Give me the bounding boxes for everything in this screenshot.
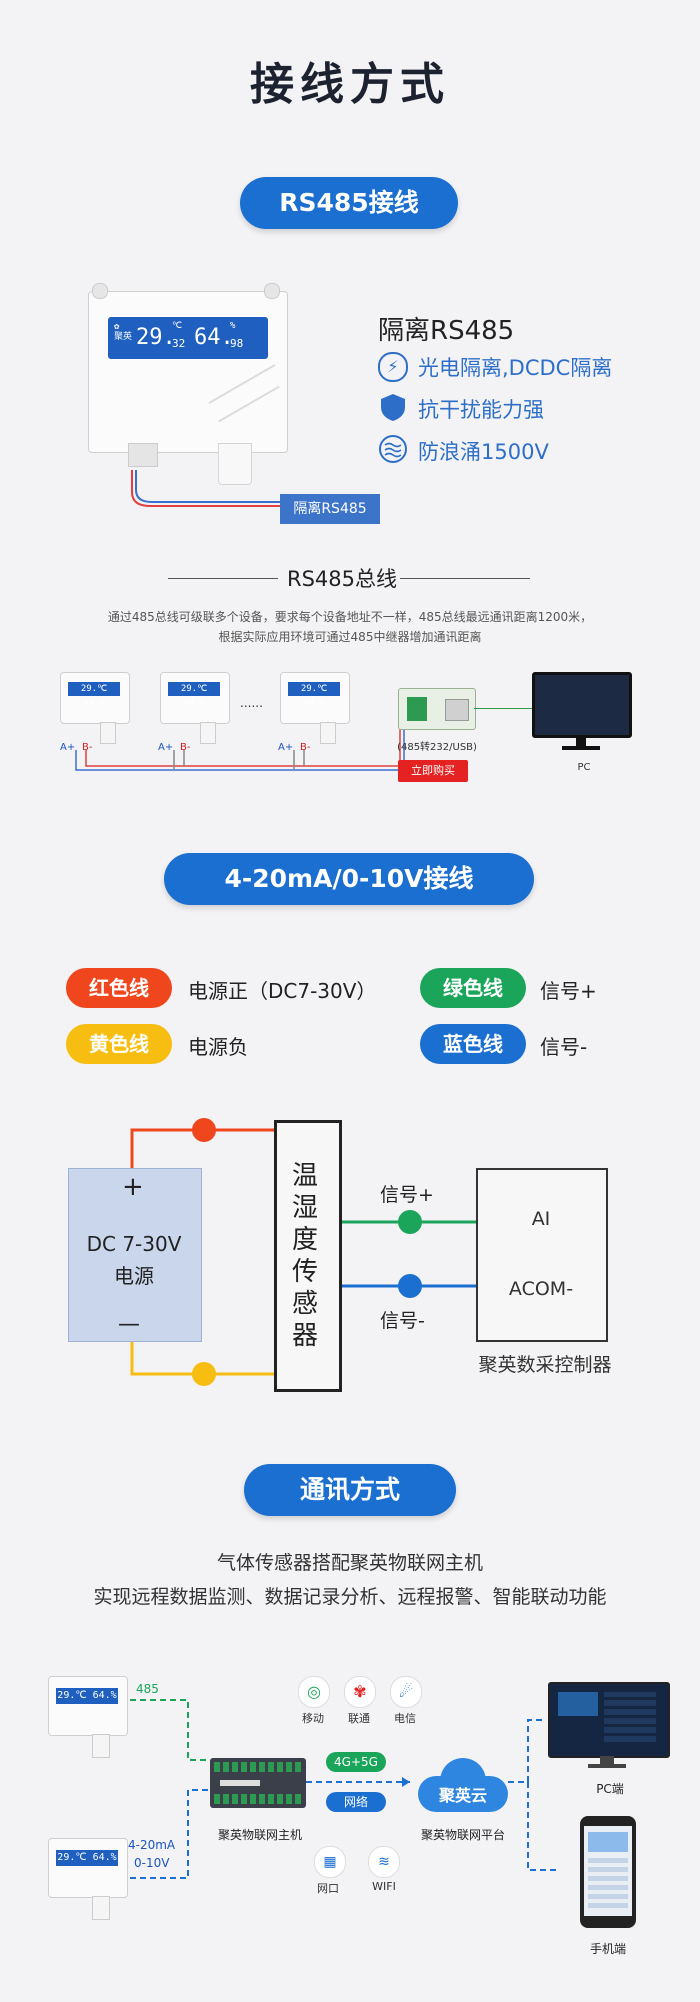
lcd-hum: 64. [194, 325, 234, 350]
terminal-b-label: B- [82, 742, 93, 753]
rs485-cable [131, 470, 280, 507]
cloud-icon: 聚英云 [418, 1756, 508, 1816]
divider [400, 578, 530, 579]
comm-links [130, 1699, 560, 1879]
analog-section-label: 4-20mA/0-10V接线 [164, 853, 534, 905]
ethernet-icon: ▦ [314, 1846, 346, 1878]
shield-icon [381, 394, 405, 421]
china-mobile-icon: ◎ [298, 1676, 330, 1708]
pc-label: PC [577, 762, 591, 773]
terminal-a-label: A+ [158, 742, 174, 753]
red-wire-tag: 红色线 [66, 968, 172, 1008]
converter-device [398, 688, 476, 730]
terminal-b-label: B- [300, 742, 311, 753]
carrier-label: 移动 [302, 1712, 324, 1725]
power-label-1: DC 7-30V [86, 1232, 182, 1256]
bus-device: 29.℃ 64.% [60, 672, 130, 744]
red-wire-node [192, 1118, 216, 1142]
net-badge: 网络 [326, 1792, 386, 1812]
carrier-label: 电信 [394, 1712, 416, 1725]
blue-wire-node [398, 1274, 422, 1298]
controller-ai: AI [531, 1208, 551, 1230]
link-485-label: 485 [136, 1682, 159, 1696]
sensor-label: 温湿度传感器 [291, 1161, 318, 1351]
isolation-cable-label: 隔离RS485 [280, 494, 380, 524]
lightning-icon: ⚡ [378, 352, 408, 382]
blue-wire-tag: 蓝色线 [420, 1024, 526, 1064]
power-supply-box [68, 1168, 202, 1342]
carrier-label: 联通 [348, 1712, 370, 1725]
pc-monitor-icon [532, 672, 632, 752]
bus-device: 29.℃ 64.% [280, 672, 350, 744]
cloud-label: 聚英物联网平台 [420, 1828, 505, 1842]
terminal-b-label: B- [180, 742, 191, 753]
bus-description-1: 通过485总线可级联多个设备，要求每个设备地址不一样，485总线最远通讯距离12… [107, 610, 593, 624]
comm-subtitle-1: 气体传感器搭配聚英物联网主机 [216, 1552, 483, 1574]
comm-sensor-bottom: 29.℃ 64.% [48, 1838, 128, 1920]
terminal-a-label: A+ [278, 742, 294, 753]
controller-acom: ACOM- [508, 1278, 574, 1300]
bus-description-2: 根据实际应用环境可通过485中继器增加通讯距离 [218, 630, 482, 644]
power-label-2: 电源 [114, 1264, 154, 1288]
buy-now-button[interactable]: 立即购买 [398, 760, 468, 782]
green-wire-desc: 信号+ [540, 979, 597, 1003]
net-4g5g-badge: 4G+5G [326, 1752, 386, 1772]
converter-label: (485转232/USB) [397, 742, 477, 753]
controller-name: 聚英数采控制器 [478, 1354, 612, 1376]
phone-icon [580, 1816, 636, 1928]
china-unicom-icon: ✾ [344, 1676, 376, 1708]
signal-minus-label: 信号- [380, 1310, 425, 1332]
isolation-title: 隔离RS485 [378, 316, 515, 346]
green-wire-tag: 绿色线 [420, 968, 526, 1008]
comm-sensor-top: 29.℃ 64.% [48, 1676, 128, 1758]
bus-dots: ...... [240, 696, 263, 710]
link-analog-label-2: 0-10V [134, 1856, 170, 1870]
phone-end-label: 手机端 [589, 1942, 626, 1956]
comm-section-label: 通讯方式 [244, 1464, 456, 1516]
rs485-sensor-device: ✿聚英 29. ℃ 32 64. % 98 [88, 283, 288, 485]
bus-wires [75, 720, 405, 771]
yellow-wire-desc: 电源负 [188, 1035, 248, 1059]
link-analog-label-1: 4-20mA [128, 1838, 176, 1852]
comm-subtitle-2: 实现远程数据监测、数据记录分析、远程报警、智能联动功能 [93, 1586, 607, 1608]
lcd-temp: 29. [136, 325, 176, 350]
yellow-wire [130, 1342, 274, 1376]
controller-box [476, 1168, 608, 1342]
signal-plus-label: 信号+ [380, 1184, 434, 1206]
cloud-name: 聚英云 [438, 1786, 487, 1805]
bus-title: RS485总线 [286, 567, 397, 591]
sensor-box [274, 1120, 342, 1392]
china-telecom-icon: ☄ [390, 1676, 422, 1708]
power-plus: + [122, 1172, 144, 1202]
lan-label: 网口 [317, 1882, 339, 1895]
page-title: 接线方式 [250, 59, 450, 110]
wave-icon [379, 435, 407, 463]
green-wire-node [398, 1210, 422, 1234]
host-label: 聚英物联网主机 [217, 1828, 302, 1842]
pc-end-label: PC端 [596, 1782, 624, 1796]
yellow-wire-node [192, 1362, 216, 1386]
terminal-a-label: A+ [60, 742, 76, 753]
rs485-section-label: RS485接线 [240, 177, 458, 229]
usb-cable [474, 708, 532, 709]
yellow-wire-tag: 黄色线 [66, 1024, 172, 1064]
lan-label: WIFI [372, 1880, 396, 1893]
analog-wiring-diagram [130, 1118, 476, 1386]
blue-wire-desc: 信号- [540, 1035, 588, 1059]
pc-dashboard-icon [548, 1682, 670, 1772]
divider [168, 578, 278, 579]
bus-device: 29.℃ 64.% [160, 672, 230, 744]
red-wire-desc: 电源正（DC7-30V） [188, 979, 377, 1003]
wifi-icon: ≋ [368, 1846, 400, 1878]
iot-host-device [210, 1758, 306, 1808]
power-minus: — [118, 1312, 140, 1337]
red-wire [130, 1128, 274, 1170]
